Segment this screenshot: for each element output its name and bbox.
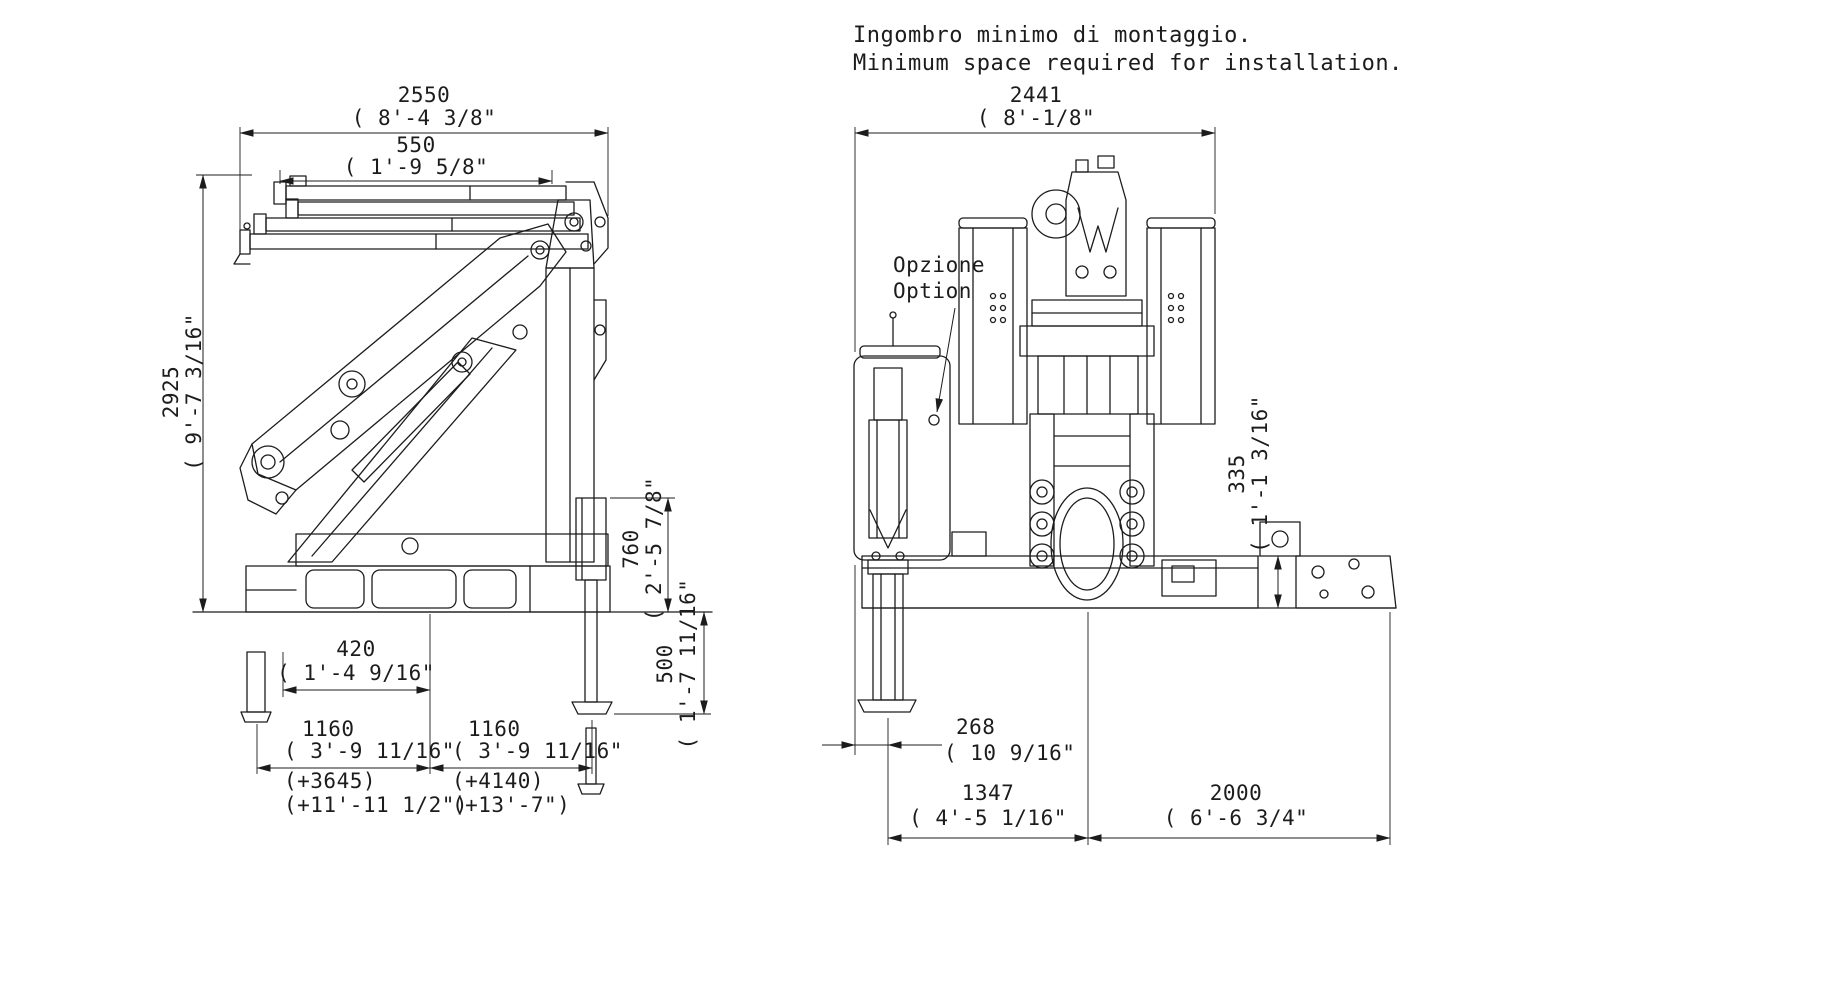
dim-rear-center-to-left: 1347 ( 4'-5 1/16" — [887, 612, 1089, 845]
dim-side-offset-center: 420 ( 1'-4 9/16" — [277, 614, 435, 774]
dim-500-mm: 500 — [653, 644, 677, 683]
dim-rear-offset-left: 268 ( 10 9/16" — [822, 565, 1075, 845]
dim-side-width-inner: 550 ( 1'-9 5/8" — [279, 133, 553, 185]
dim-1160L-mm: 1160 — [302, 717, 355, 741]
stabilizer-right — [571, 497, 613, 795]
crane-base — [245, 533, 611, 613]
dim-2000-mm: 2000 — [1210, 781, 1263, 805]
option-leader-arrow — [935, 307, 956, 413]
dim-side-height-overall: 2925 ( 9'-7 3/16" — [159, 174, 252, 613]
rear-boom-head — [1031, 155, 1143, 327]
dim-1160L-ftin: ( 3'-9 11/16" — [284, 739, 455, 763]
dim-550-ftin: ( 1'-9 5/8" — [344, 155, 489, 179]
dim-1160L-ext-ftin: (+11'-11 1/2") — [284, 793, 468, 817]
dim-1347-ftin: ( 4'-5 1/16" — [909, 806, 1067, 830]
dim-760-mm: 760 — [619, 529, 643, 568]
dim-500-ftin: ( 1'-7 11/16" — [676, 579, 700, 750]
dim-side-leg-extension: 500 ( 1'-7 11/16" — [614, 579, 711, 750]
rear-view-drawing — [853, 155, 1397, 713]
dim-1160R-ftin: ( 3'-9 11/16" — [452, 739, 623, 763]
dim-420-mm: 420 — [336, 637, 375, 661]
dim-rear-width-overall: 2441 ( 8'-1/8" — [854, 83, 1216, 352]
dim-1347-mm: 1347 — [962, 781, 1015, 805]
dim-550-mm: 550 — [396, 133, 435, 157]
stabilizer-left — [240, 651, 272, 723]
main-boom — [239, 223, 567, 563]
crane-column — [545, 199, 607, 563]
rear-base-plate — [861, 521, 1397, 609]
option-label-italian: Opzione — [893, 253, 985, 277]
dim-1160L-ext-mm: (+3645) — [284, 769, 376, 793]
dim-1160R-mm: 1160 — [468, 717, 521, 741]
dim-side-width-overall: 2550 ( 8'-4 3/8" — [239, 83, 609, 232]
dim-2550-ftin: ( 8'-4 3/8" — [352, 106, 497, 130]
dim-335-ftin: ( 1'-1 3/16" — [1248, 395, 1272, 553]
dim-420-ftin: ( 1'-4 9/16" — [277, 661, 435, 685]
dim-2925-mm: 2925 — [159, 366, 183, 419]
dim-2550-mm: 2550 — [398, 83, 451, 107]
dim-335-mm: 335 — [1225, 454, 1249, 493]
rear-boom-rails — [958, 217, 1216, 425]
title-block: Ingombro minimo di montaggio. Minimum sp… — [853, 23, 1403, 76]
dim-2441-ftin: ( 8'-1/8" — [977, 106, 1095, 130]
dim-1160R-ext-mm: (+4140) — [452, 769, 544, 793]
dim-268-mm: 268 — [956, 715, 995, 739]
dim-760-ftin: ( 2'-5 7/8" — [642, 477, 666, 622]
rear-view-dimensions: Opzione Option 2441 ( 8'-1/8" 335 ( 1'-1… — [822, 83, 1391, 845]
dim-2925-ftin: ( 9'-7 3/16" — [182, 313, 206, 471]
rear-outrigger-option — [853, 311, 951, 713]
dim-side-spread-right: 1160 ( 3'-9 11/16" (+4140) (+13'-7") — [429, 717, 623, 817]
dim-side-spread-left: 1160 ( 3'-9 11/16" (+3645) (+11'-11 1/2"… — [256, 717, 468, 817]
dim-side-height-rear: 760 ( 2'-5 7/8" — [610, 477, 675, 622]
dim-2000-ftin: ( 6'-6 3/4" — [1164, 806, 1309, 830]
dim-rear-center-to-right: 2000 ( 6'-6 3/4" — [1087, 612, 1391, 845]
rear-view: Opzione Option 2441 ( 8'-1/8" 335 ( 1'-1… — [822, 83, 1397, 845]
side-view-dimensions: 2550 ( 8'-4 3/8" 550 ( 1'-9 5/8" 2925 ( … — [159, 83, 711, 817]
boom-stack — [233, 175, 609, 265]
dim-rear-base-height: 335 ( 1'-1 3/16" — [1225, 395, 1292, 609]
option-label-english: Option — [893, 279, 972, 303]
side-view-drawing — [192, 175, 713, 795]
side-view: 2550 ( 8'-4 3/8" 550 ( 1'-9 5/8" 2925 ( … — [159, 83, 713, 817]
option-callout: Opzione Option — [893, 253, 985, 413]
title-line-italian: Ingombro minimo di montaggio. — [853, 23, 1252, 48]
title-line-english: Minimum space required for installation. — [853, 51, 1403, 76]
rear-column-body — [1019, 325, 1155, 601]
dim-268-ftin: ( 10 9/16" — [944, 741, 1075, 765]
dim-2441-mm: 2441 — [1010, 83, 1063, 107]
dim-1160R-ext-ftin: (+13'-7") — [452, 793, 570, 817]
